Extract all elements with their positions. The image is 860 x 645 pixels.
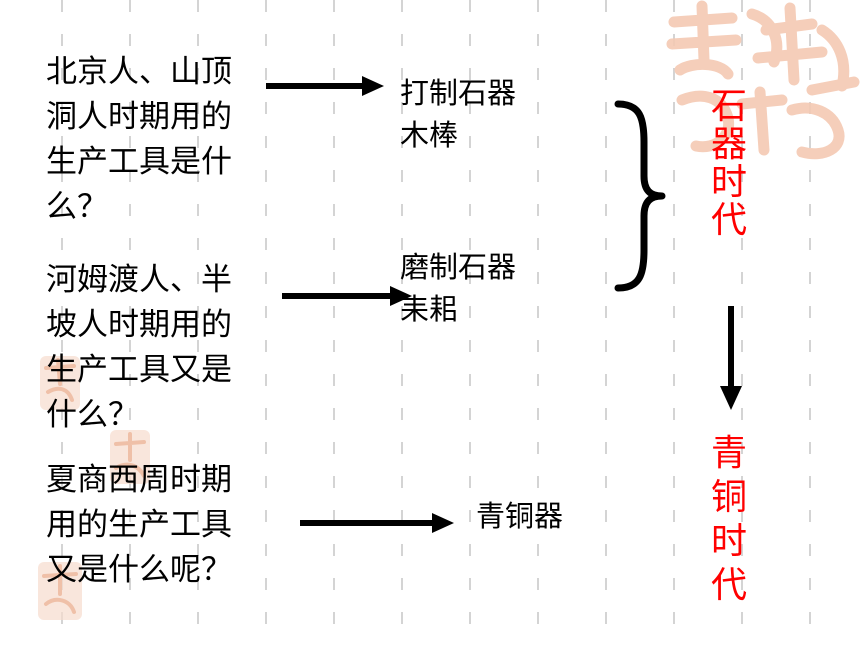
arrow-down: [720, 306, 742, 410]
arrow-right-2: [282, 286, 412, 306]
era-stone-age: 石器时代: [710, 86, 747, 241]
tools-answer-2: 磨制石器 耒耜: [400, 250, 517, 326]
era-bronze-age: 青铜时代: [710, 433, 747, 606]
question-3: 夏商西周时期 用的生产工具 又是什么呢？: [46, 462, 232, 588]
seal-decoration-left-2: [110, 430, 150, 484]
seal-decoration-left-1: [40, 356, 80, 410]
curly-brace: [614, 100, 666, 292]
seal-decoration-top-right: [666, 0, 860, 160]
question-2: 河姆渡人、半 坡人时期用的 生产工具又是 什么？: [46, 262, 232, 433]
tools-answer-1: 打制石器 木棒: [400, 76, 517, 152]
arrow-right-1: [266, 76, 384, 96]
question-1: 北京人、山顶 洞人时期用的 生产工具是什 么？: [46, 54, 232, 225]
seal-decoration-left-3: [38, 562, 82, 620]
tools-answer-3: 青铜器: [476, 499, 564, 533]
arrow-right-3: [300, 513, 454, 533]
